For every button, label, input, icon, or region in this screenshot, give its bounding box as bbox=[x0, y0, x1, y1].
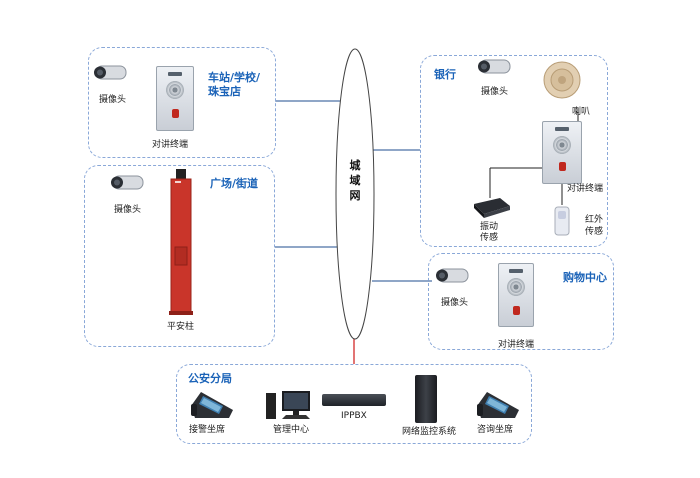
horn-speaker-icon bbox=[543, 61, 581, 99]
infrared-label-line2: 传感 bbox=[585, 227, 604, 237]
bank-title: 银行 bbox=[434, 68, 456, 81]
safety-pillar-label: 平安柱 bbox=[167, 322, 195, 332]
mall-intercom-label: 对讲终端 bbox=[498, 340, 535, 350]
monitor-system-label: 网络监控系统 bbox=[402, 427, 457, 437]
infrared-sensor-icon bbox=[554, 206, 570, 236]
station-camera-label: 摄像头 bbox=[99, 95, 127, 105]
computer-icon bbox=[266, 391, 310, 419]
ippbx-label: IPPBX bbox=[341, 411, 367, 421]
desk-phone-icon bbox=[191, 392, 233, 418]
square-title: 广场/街道 bbox=[210, 177, 259, 190]
city-network-label: 城 域 网 bbox=[349, 159, 361, 202]
horn-label: 喇叭 bbox=[572, 107, 591, 117]
ippbx-device-icon bbox=[322, 394, 386, 406]
intercom-terminal-icon bbox=[542, 121, 582, 184]
group-bank bbox=[420, 55, 608, 247]
management-label: 管理中心 bbox=[273, 425, 310, 435]
bank-intercom-label: 对讲终端 bbox=[567, 184, 604, 194]
desk-phone-icon bbox=[477, 392, 519, 418]
mall-camera-label: 摄像头 bbox=[441, 298, 469, 308]
vibration-sensor-icon bbox=[474, 198, 510, 218]
consult-label: 咨询坐席 bbox=[477, 425, 514, 435]
bank-camera-label: 摄像头 bbox=[481, 87, 509, 97]
camera-icon bbox=[436, 268, 469, 283]
intercom-terminal-icon bbox=[498, 263, 534, 327]
camera-icon bbox=[478, 59, 511, 74]
vibration-label-line1: 振动 bbox=[480, 222, 499, 232]
camera-icon bbox=[94, 65, 127, 80]
station-title-line2: 珠宝店 bbox=[208, 85, 241, 98]
mall-title: 购物中心 bbox=[563, 271, 607, 284]
reception-label: 接警坐席 bbox=[189, 425, 226, 435]
group-square bbox=[84, 165, 275, 347]
safety-pillar-icon bbox=[169, 169, 193, 315]
station-intercom-label: 对讲终端 bbox=[152, 140, 189, 150]
station-title-line1: 车站/学校/ bbox=[208, 71, 261, 84]
city-network-ellipse bbox=[335, 48, 375, 340]
police-title: 公安分局 bbox=[188, 372, 232, 385]
camera-icon bbox=[111, 175, 144, 190]
server-tower-icon bbox=[415, 375, 437, 423]
infrared-label-line1: 红外 bbox=[585, 215, 604, 225]
group-station bbox=[88, 47, 276, 158]
vibration-label-line2: 传感 bbox=[480, 233, 499, 243]
group-police bbox=[176, 364, 532, 444]
group-mall bbox=[428, 253, 614, 350]
square-camera-label: 摄像头 bbox=[114, 205, 142, 215]
intercom-terminal-icon bbox=[156, 66, 194, 131]
